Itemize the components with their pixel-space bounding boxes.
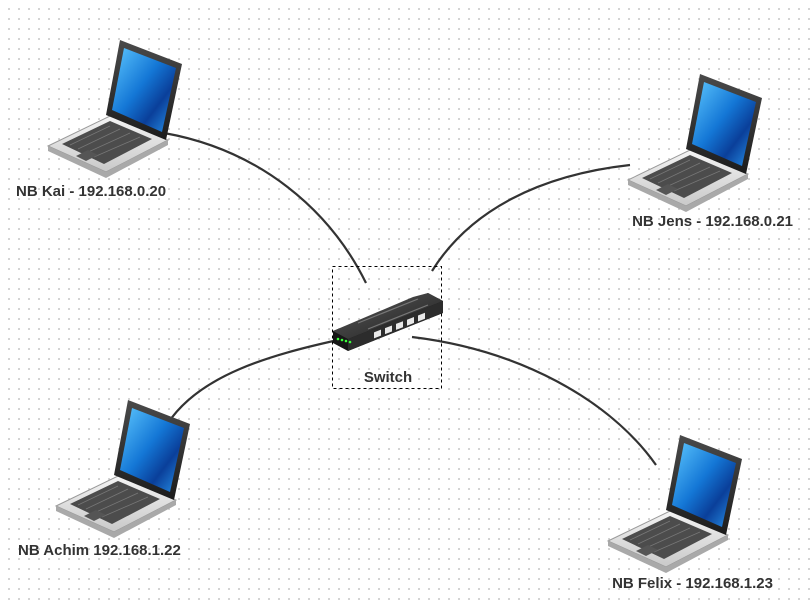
node-nb-kai[interactable]: NB Kai - 192.168.0.20 xyxy=(16,39,183,200)
edge-switch-nb-jens[interactable] xyxy=(431,163,631,272)
node-label-nb-achim: NB Achim 192.168.1.22 xyxy=(18,542,181,559)
node-label-nb-jens: NB Jens - 192.168.0.21 xyxy=(632,213,793,230)
edge-switch-nb-achim[interactable] xyxy=(167,338,339,424)
node-label-nb-felix: NB Felix - 192.168.1.23 xyxy=(612,575,773,592)
node-nb-felix[interactable]: NB Felix - 192.168.1.23 xyxy=(607,434,773,592)
node-nb-jens[interactable]: NB Jens - 192.168.0.21 xyxy=(627,73,793,230)
edge-switch-nb-kai[interactable] xyxy=(163,131,367,284)
laptop-icon xyxy=(55,399,191,539)
switch-node[interactable]: Switch xyxy=(332,266,444,389)
connections xyxy=(163,131,657,466)
node-label-nb-kai: NB Kai - 192.168.0.20 xyxy=(16,183,166,200)
selection-box xyxy=(332,266,442,389)
laptop-icon xyxy=(47,39,183,179)
laptop-icon xyxy=(607,434,743,574)
network-switch-icon xyxy=(332,292,444,352)
edge-switch-nb-felix[interactable] xyxy=(411,335,657,466)
node-nb-achim[interactable]: NB Achim 192.168.1.22 xyxy=(18,399,191,559)
laptop-icon xyxy=(627,73,763,213)
switch-label: Switch xyxy=(364,369,412,386)
